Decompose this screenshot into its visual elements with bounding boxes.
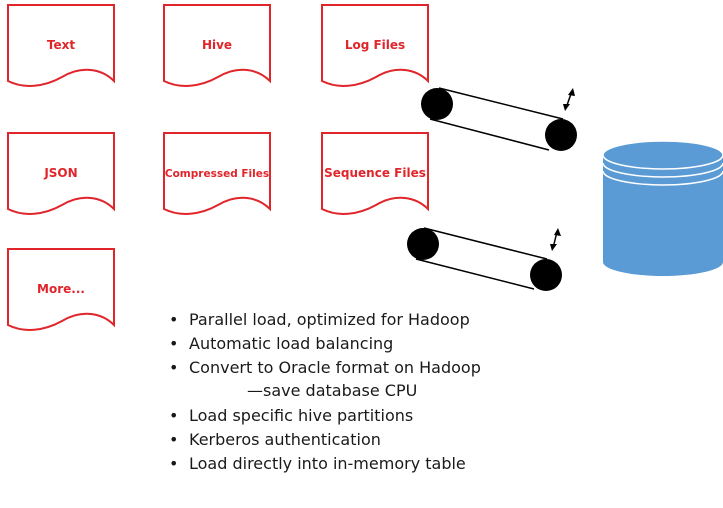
bullet-dot: • [169,334,179,353]
feature-subtext: —save database CPU [247,381,418,400]
feature-text: Kerberos authentication [189,430,381,449]
document-shape [7,132,115,215]
feature-item: • Kerberos authentication [163,428,683,452]
document-log-files: Log Files [321,4,429,87]
feature-text: Parallel load, optimized for Hadoop [189,310,470,329]
document-shape [7,248,115,331]
bullet-dot: • [169,358,179,377]
bullet-dot: • [169,310,179,329]
document-shape [321,132,429,215]
document-label: Compressed Files [165,168,269,180]
document-label: Sequence Files [324,166,426,180]
document-json: JSON [7,132,115,215]
feature-item: • Convert to Oracle format on Hadoop —sa… [163,356,683,402]
bullet-dot: • [169,430,179,449]
double-arrow-icon [563,88,575,111]
document-shape [163,132,271,215]
document-label: Log Files [345,38,405,52]
document-shape [163,4,271,87]
document-shape [7,4,115,87]
pipe-icon [421,87,577,151]
database-cylinder-icon [602,140,723,276]
bullet-dot: • [169,454,179,473]
document-more: More... [7,248,115,331]
feature-item: • Load specific hive partitions [163,404,683,428]
document-label: JSON [43,166,77,180]
feature-item: • Parallel load, optimized for Hadoop [163,308,683,332]
pipe-icon [407,227,562,291]
double-arrow-icon [550,228,561,251]
feature-text: Convert to Oracle format on Hadoop [189,358,481,377]
feature-item: • Load directly into in-memory table [163,452,683,476]
feature-text: Load directly into in-memory table [189,454,466,473]
feature-list: • Parallel load, optimized for Hadoop • … [163,308,683,476]
document-text: Text [7,4,115,87]
feature-text: Automatic load balancing [189,334,394,353]
document-sequence-files: Sequence Files [321,132,429,215]
document-compressed-files: Compressed Files [163,132,271,215]
bullet-dot: • [169,406,179,425]
feature-text: Load specific hive partitions [189,406,414,425]
document-shape [321,4,429,87]
document-hive: Hive [163,4,271,87]
document-label: More... [37,282,85,296]
feature-item: • Automatic load balancing [163,332,683,356]
document-label: Text [47,38,75,52]
document-label: Hive [202,38,232,52]
